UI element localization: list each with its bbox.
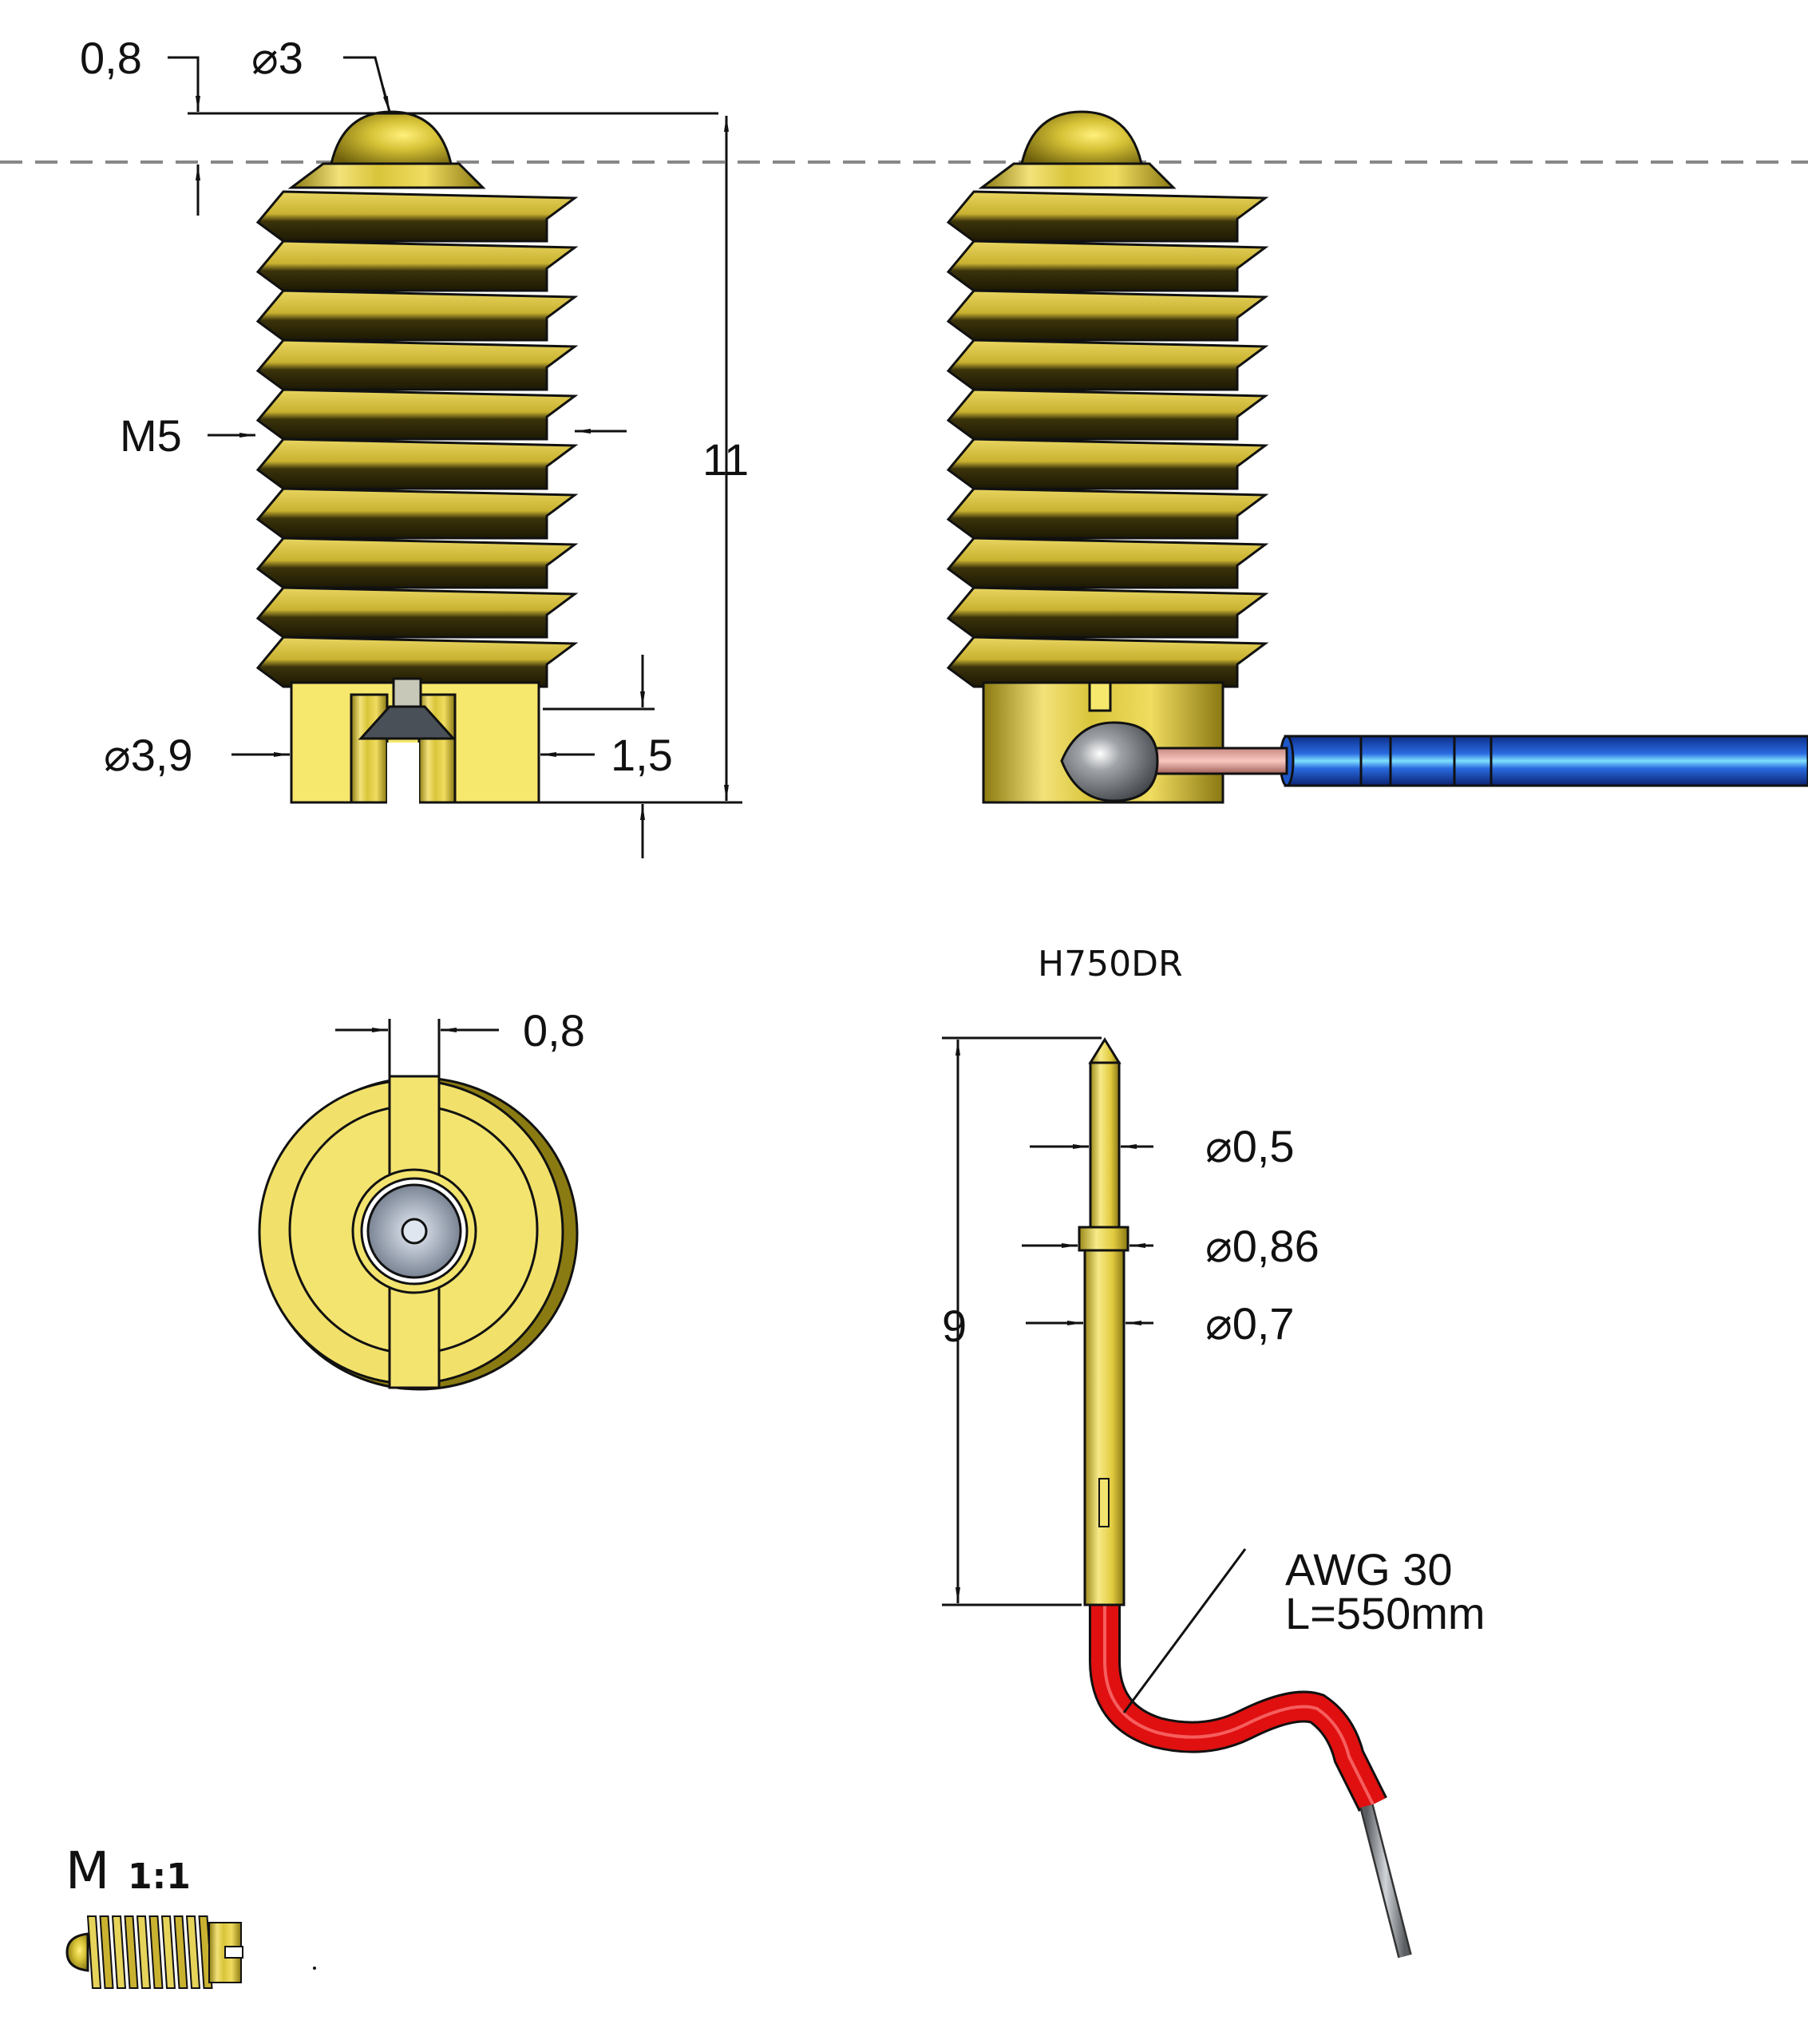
internal-pin [392,677,422,708]
thread-crest [946,438,1269,490]
thread-crest [255,636,579,688]
barrel-window [1098,1478,1110,1527]
key-tab [1088,681,1112,712]
dim-thread: M5 [120,410,182,461]
mini-thread [173,1915,188,1989]
dim-body-length: 1,5 [611,730,673,780]
thread-crest [946,586,1269,639]
bottom-dimensions: 0,8 [335,1005,585,1118]
part-number: H750DR [1038,944,1183,984]
ball-dome [330,110,453,165]
thread-crest [255,388,579,441]
solder-ball [1060,721,1159,802]
probe-tip [1088,1037,1122,1064]
mini-thread [99,1915,114,1989]
mini-thread [111,1915,127,1989]
thread-crest [255,190,579,243]
probe-collar [1078,1226,1130,1252]
front-dimensions: 0,8 ⌀3 11 M5 ⌀3,9 1,5 [80,33,749,858]
slot-gap [387,743,419,805]
thread-crest [255,339,579,391]
dim-ball-diameter: ⌀3 [251,33,303,83]
copper-conductor [1152,747,1288,775]
dim-barrel-diameter: ⌀0,7 [1205,1298,1295,1349]
slot-left-wall [350,693,389,804]
dim-body-diameter: ⌀3,9 [104,730,193,780]
mini-thread [185,1915,201,1989]
thread-crest [946,636,1269,688]
ball-dome-right [1020,110,1143,165]
mini-thread [124,1915,139,1989]
probe-dimensions: 9 ⌀0,5 ⌀0,86 ⌀0,7 AWG 30 L=550mm [942,1036,1486,1713]
mini-thread [136,1915,152,1989]
thread-crest [946,487,1269,540]
thread-crest [255,586,579,639]
dim-probe-length: 9 [942,1301,967,1351]
thread-stack [255,190,579,688]
scale-note: M 1:1 [65,1842,316,1989]
dim-slot-width: 0,8 [523,1005,585,1056]
thread-crest [946,537,1269,589]
mini-thread [86,1915,102,1989]
dim-tip-diameter: ⌀0,5 [1205,1121,1295,1171]
thread-crest [946,190,1269,243]
scale-prefix: M [65,1842,109,1901]
thread-crest [255,240,579,292]
scale-ratio: 1:1 [128,1856,191,1897]
thread-crest [946,339,1269,391]
thread-crest [946,388,1269,441]
thread-crest [255,537,579,589]
thread-stack-right [946,190,1269,688]
probe-barrel [1083,1249,1126,1606]
dim-ball-protrusion: 0,8 [80,33,142,83]
thread-crest [946,240,1269,292]
dim-collar-diameter: ⌀0,86 [1205,1221,1319,1271]
dim-total-length: 11 [702,434,749,485]
thread-crest [255,289,579,342]
wire-gauge: AWG 30 [1285,1544,1453,1594]
slot-right-wall [417,693,457,804]
probe-plunger [1089,1061,1121,1229]
bottom-view [258,1075,579,1391]
thread-crest [255,438,579,490]
front-view-plunger [255,110,579,805]
top-chamfer-right [978,162,1177,189]
blue-wire [1284,735,1808,787]
assembled-view [946,110,1808,804]
wire-length: L=550mm [1285,1588,1486,1638]
thread-crest [946,289,1269,342]
probe-view: H750DR [1038,944,1412,1959]
thread-crest [255,487,579,540]
internal-cone [358,705,457,740]
top-chamfer [287,162,486,189]
dot [313,1967,316,1970]
mini-thread [148,1915,164,1989]
mini-thread [160,1915,176,1989]
scale-thumbnail [65,1915,243,1989]
